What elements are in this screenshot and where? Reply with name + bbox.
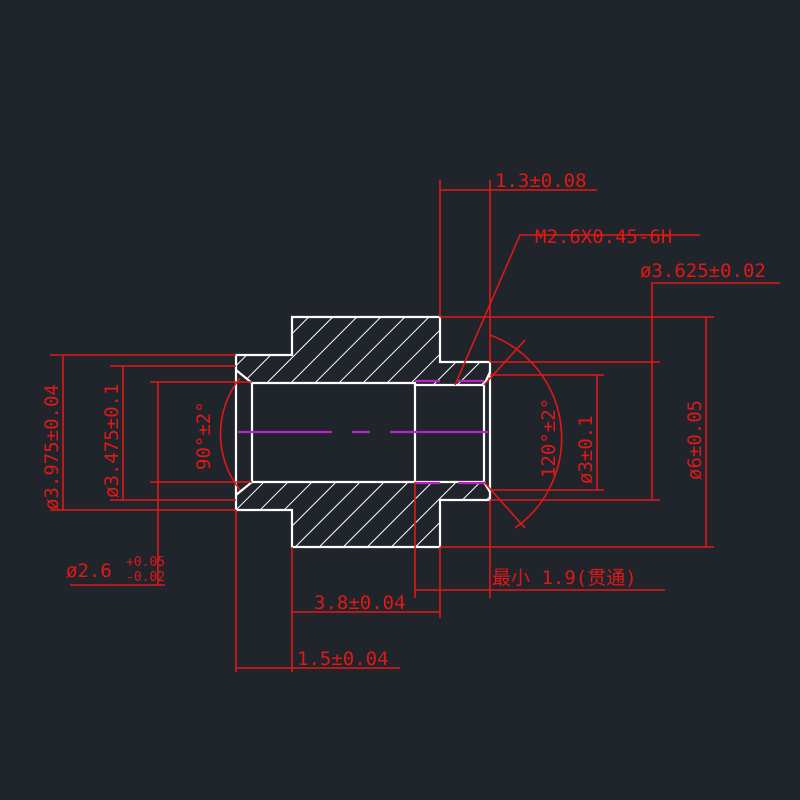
centerline: [238, 379, 488, 485]
dim-dia-6: ø6±0.05: [684, 400, 706, 480]
dim-dia-3625: ø3.625±0.02: [640, 260, 766, 282]
dim-length-15: 1.5±0.04: [297, 648, 389, 670]
dim-thread: M2.6X0.45-6H: [535, 226, 672, 248]
dim-dia-3: ø3±0.1: [575, 415, 597, 484]
section-hatch: [236, 317, 490, 547]
dim-dia-3975: ø3.975±0.04: [41, 384, 63, 510]
dim-dia-3475: ø3.475±0.1: [101, 384, 123, 498]
dim-dia-26-upper-tol: +0.05: [126, 555, 165, 570]
dim-thread-depth: 最小 1.9(贯通): [492, 567, 637, 589]
dim-dia-26-lower-tol: -0.02: [126, 570, 165, 585]
dim-length-38: 3.8±0.04: [314, 592, 406, 614]
dim-angle-120: 120°±2°: [538, 398, 560, 478]
dim-angle-90: 90°±2°: [193, 401, 215, 470]
dim-flange-length: 1.3±0.08: [495, 170, 587, 192]
dimension-lines: [50, 180, 780, 672]
dim-dia-26: ø2.6: [66, 560, 112, 582]
